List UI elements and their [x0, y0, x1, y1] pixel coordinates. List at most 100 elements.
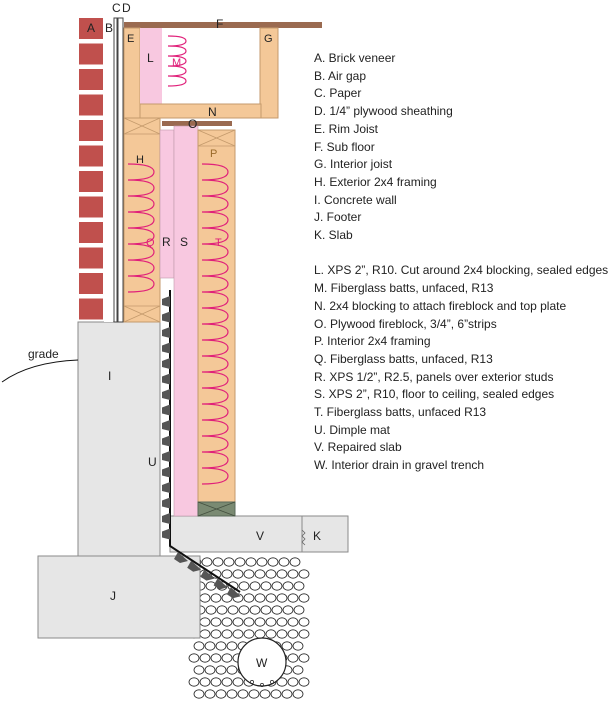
marker-j: J — [110, 589, 116, 603]
legend-item: I. Concrete wall — [314, 192, 397, 207]
gravel-stone — [215, 641, 227, 651]
legend-item: P. Interior 2x4 framing — [314, 334, 431, 349]
gravel-stone — [232, 677, 244, 687]
brick — [79, 43, 103, 65]
gravel-stone — [270, 689, 282, 699]
legend-item: M. Fiberglass batts, unfaced, R13 — [314, 281, 494, 296]
legend-item: N. 2x4 blocking to attach fireblock and … — [314, 298, 567, 313]
dimple — [162, 311, 170, 323]
legend-item: T. Fiberglass batts, unfaced R13 — [314, 405, 487, 420]
fiberglass-batt-t — [201, 163, 229, 485]
dimple — [162, 497, 170, 509]
dimple — [162, 528, 170, 540]
gravel-stone — [216, 605, 228, 615]
gravel-stone — [276, 629, 288, 639]
gravel-stone — [199, 677, 211, 687]
gravel-stone — [193, 665, 205, 675]
gravel-stone — [282, 605, 294, 615]
gravel-stone — [265, 629, 277, 639]
marker-l: L — [147, 51, 154, 65]
gravel-stone — [265, 593, 277, 603]
dimple — [174, 552, 188, 563]
marker-d: D — [122, 1, 131, 15]
gravel-stone — [298, 677, 310, 687]
gravel-stone — [259, 689, 271, 699]
gravel-stone — [276, 593, 288, 603]
legend-item: R. XPS 1/2”, R2.5, panels over exterior … — [314, 369, 554, 384]
gravel-stone — [289, 557, 301, 567]
marker-n: N — [208, 105, 217, 119]
legend-item: H. Exterior 2x4 framing — [314, 174, 437, 189]
gravel-stone — [287, 593, 299, 603]
gravel-stone — [276, 677, 288, 687]
concrete-wall — [77, 321, 161, 557]
gravel-stone — [245, 557, 257, 567]
gravel-stone — [199, 617, 211, 627]
gravel-stone — [204, 689, 216, 699]
gravel-stone — [249, 581, 261, 591]
gravel-stone — [267, 557, 279, 567]
marker-o: O — [188, 117, 197, 131]
marker-v: V — [256, 529, 264, 543]
dimple-mat — [162, 296, 241, 599]
gravel-stone — [254, 569, 266, 579]
gravel-stone — [278, 557, 290, 567]
legend-item: S. XPS 2”, R10, floor to ceiling, sealed… — [314, 387, 555, 402]
gravel-stone — [223, 557, 235, 567]
xps-rim-board — [140, 28, 162, 104]
gravel-stone — [221, 569, 233, 579]
brick — [79, 145, 103, 167]
gravel-stone — [238, 605, 250, 615]
dimple — [162, 435, 170, 447]
legend-item: D. 1/4” plywood sheathing — [314, 104, 453, 119]
footer — [37, 555, 201, 639]
plywood-fireblock — [162, 121, 232, 126]
gravel-stone — [271, 605, 283, 615]
slab — [301, 515, 349, 553]
brick — [79, 222, 103, 243]
marker-w: W — [256, 656, 268, 670]
grade-label: grade — [28, 347, 59, 361]
gravel-stone — [215, 689, 227, 699]
gravel-stone — [292, 665, 304, 675]
xps-half-inch — [159, 129, 175, 279]
sub-floor — [124, 22, 322, 28]
legend-item: L. XPS 2”, R10. Cut around 2x4 blocking,… — [314, 263, 609, 278]
gravel-trench — [188, 557, 310, 699]
paper-layer — [113, 17, 118, 323]
dimple — [162, 327, 170, 338]
gravel-stone — [282, 581, 294, 591]
dimple — [162, 482, 170, 493]
marker-k: K — [313, 529, 321, 543]
legend-item: J. Footer — [314, 210, 362, 225]
interior-joist — [259, 27, 279, 119]
gravel-stone — [210, 617, 222, 627]
gravel-stone — [249, 605, 261, 615]
drain-hole-3 — [270, 680, 274, 684]
gravel-stone — [221, 653, 233, 663]
gravel-stone — [287, 569, 299, 579]
dimple — [226, 587, 241, 599]
legend-item: E. Rim Joist — [314, 121, 379, 136]
brick-veneer — [79, 18, 103, 320]
gravel-stone — [234, 557, 246, 567]
gravel-stone — [232, 569, 244, 579]
marker-g: G — [264, 33, 273, 45]
legend-item: W. Interior drain in gravel trench — [314, 458, 485, 473]
gravel-stone — [298, 569, 310, 579]
gravel-stone — [293, 581, 305, 591]
gravel-stone — [298, 593, 310, 603]
slab-crack — [301, 529, 306, 546]
dimple — [200, 569, 215, 581]
gravel-stone — [210, 593, 222, 603]
gravel-stone — [193, 641, 205, 651]
fiberglass-batt-m — [167, 35, 187, 87]
marker-s: S — [180, 235, 188, 249]
gravel-stone — [193, 689, 205, 699]
gravel-stone — [276, 569, 288, 579]
legend-item: K. Slab — [314, 228, 353, 243]
legend-item: C. Paper — [314, 86, 362, 101]
framing-h-x4 — [123, 305, 161, 323]
